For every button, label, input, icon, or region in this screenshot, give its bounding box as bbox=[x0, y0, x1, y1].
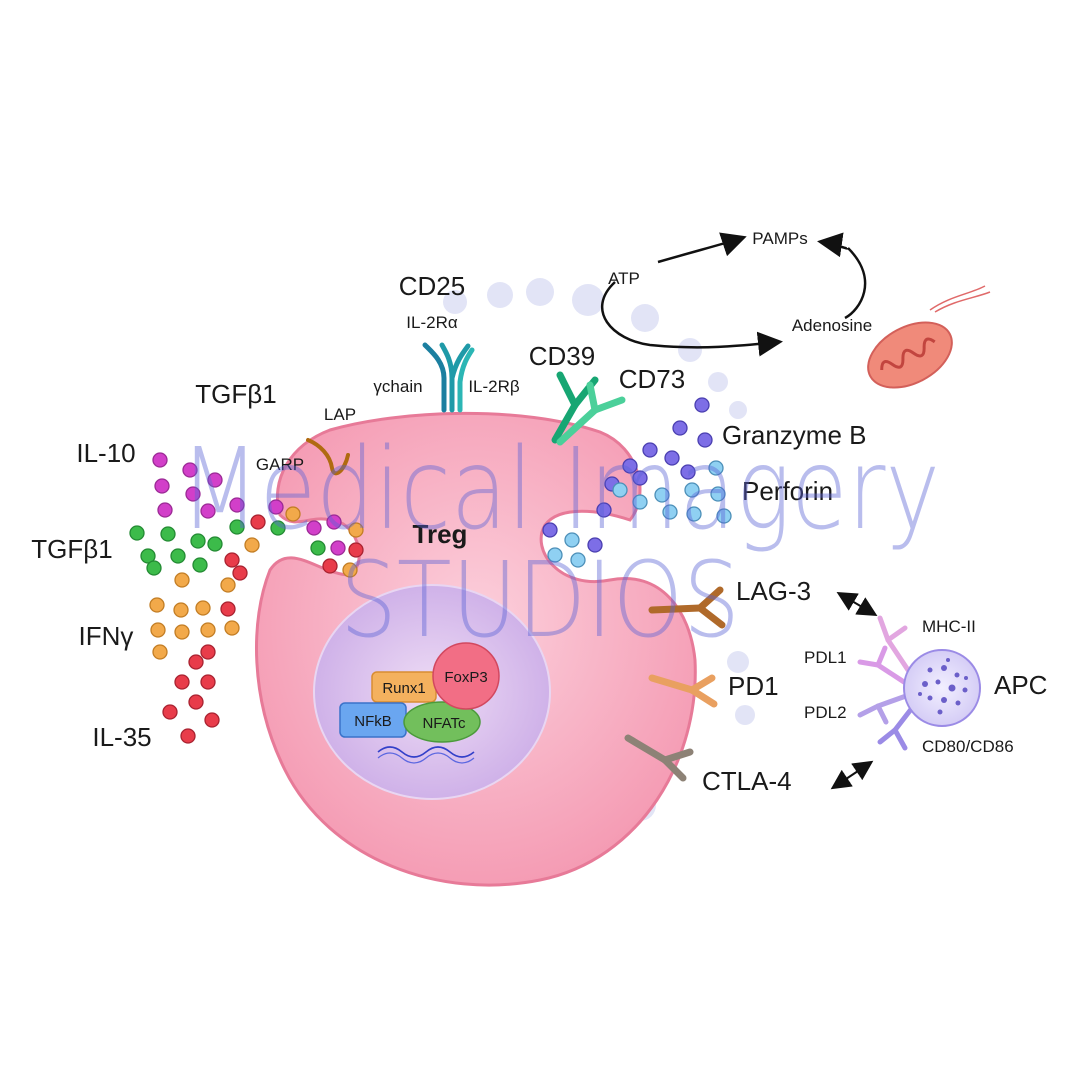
right-vesicle-dots bbox=[542, 522, 603, 568]
tgfb1-label: TGFβ1 bbox=[31, 534, 112, 564]
transcription-factors: Runx1 NFkB NFATc FoxP3 bbox=[339, 642, 500, 743]
cd25-label: CD25 bbox=[399, 271, 465, 301]
ifng-label: IFNγ bbox=[79, 621, 134, 651]
left-vesicle-dots bbox=[306, 514, 364, 578]
ctla4-label: CTLA-4 bbox=[702, 766, 792, 796]
cd39-label: CD39 bbox=[529, 341, 595, 371]
lag3-receptor bbox=[648, 586, 726, 629]
cd73-receptor bbox=[556, 381, 626, 446]
interaction-arrows bbox=[830, 591, 878, 790]
il10-dots bbox=[152, 452, 284, 519]
il2-receptor bbox=[422, 342, 475, 413]
tgfb1-top-label: TGFβ1 bbox=[195, 379, 276, 409]
nfkb-label: NFkB bbox=[354, 713, 392, 730]
il35-dots bbox=[162, 514, 266, 744]
watermark-line2: STUDIOS bbox=[340, 539, 740, 661]
bacterium-icon bbox=[867, 285, 991, 389]
nfatc-label: NFATc bbox=[422, 715, 466, 732]
il10-label: IL-10 bbox=[76, 438, 135, 468]
cd73-label: CD73 bbox=[619, 364, 685, 394]
ifng-dots bbox=[149, 506, 301, 660]
labels: CD25 IL-2Rα γchain IL-2Rβ CD39 CD73 TGFβ… bbox=[31, 229, 1047, 796]
apc-cell bbox=[857, 615, 981, 751]
il35-label: IL-35 bbox=[92, 722, 151, 752]
watermark-line1: Medical Imagery bbox=[180, 425, 940, 555]
granzyme-label: Granzyme B bbox=[722, 420, 867, 450]
cd80-label: CD80/CD86 bbox=[922, 737, 1014, 756]
granzyme-dots bbox=[596, 397, 713, 518]
adenosine-label: Adenosine bbox=[792, 316, 872, 335]
apc-label: APC bbox=[994, 670, 1047, 700]
tgfb1-dots bbox=[129, 519, 286, 576]
perforin-label: Perforin bbox=[742, 476, 833, 506]
pdl1-label: PDL1 bbox=[804, 648, 847, 667]
il2ra-label: IL-2Rα bbox=[406, 313, 458, 332]
gchain-label: γchain bbox=[373, 377, 422, 396]
il2rb-label: IL-2Rβ bbox=[468, 377, 520, 396]
treg-label: Treg bbox=[413, 519, 468, 549]
foxp3-circle bbox=[432, 642, 500, 710]
lap-label: LAP bbox=[324, 405, 356, 424]
pd1-label: PD1 bbox=[728, 671, 779, 701]
atp-cycle bbox=[600, 232, 867, 357]
garp-label: GARP bbox=[256, 455, 304, 474]
pamps-label: PAMPs bbox=[752, 229, 807, 248]
lap-garp bbox=[306, 438, 350, 476]
ctla4-receptor bbox=[624, 734, 694, 782]
watermark: Medical Imagery STUDIOS bbox=[180, 425, 940, 661]
lag3-label: LAG-3 bbox=[736, 576, 811, 606]
atp-label: ATP bbox=[608, 269, 640, 288]
mhc2-label: MHC-II bbox=[922, 617, 976, 636]
pdl2-label: PDL2 bbox=[804, 703, 847, 722]
foxp3-label: FoxP3 bbox=[444, 669, 487, 686]
runx1-label: Runx1 bbox=[382, 680, 425, 697]
nfatc-blob bbox=[403, 701, 481, 743]
pd1-receptor bbox=[648, 674, 718, 708]
perforin-dots bbox=[612, 460, 732, 524]
